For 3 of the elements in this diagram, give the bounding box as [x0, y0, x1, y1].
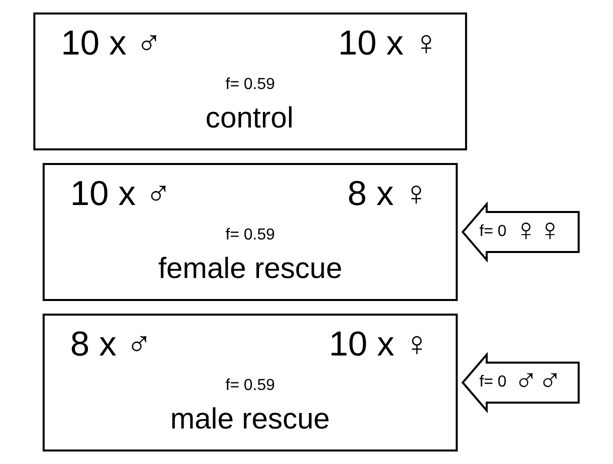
- node-box: 10 x ♂ 8 x ♀ f= 0.59 female rescue: [42, 163, 458, 301]
- node-box: 10 x ♂ 10 x ♀ f= 0.59 control: [33, 12, 468, 150]
- node-box: 8 x ♂ 10 x ♀ f= 0.59 male rescue: [42, 314, 458, 452]
